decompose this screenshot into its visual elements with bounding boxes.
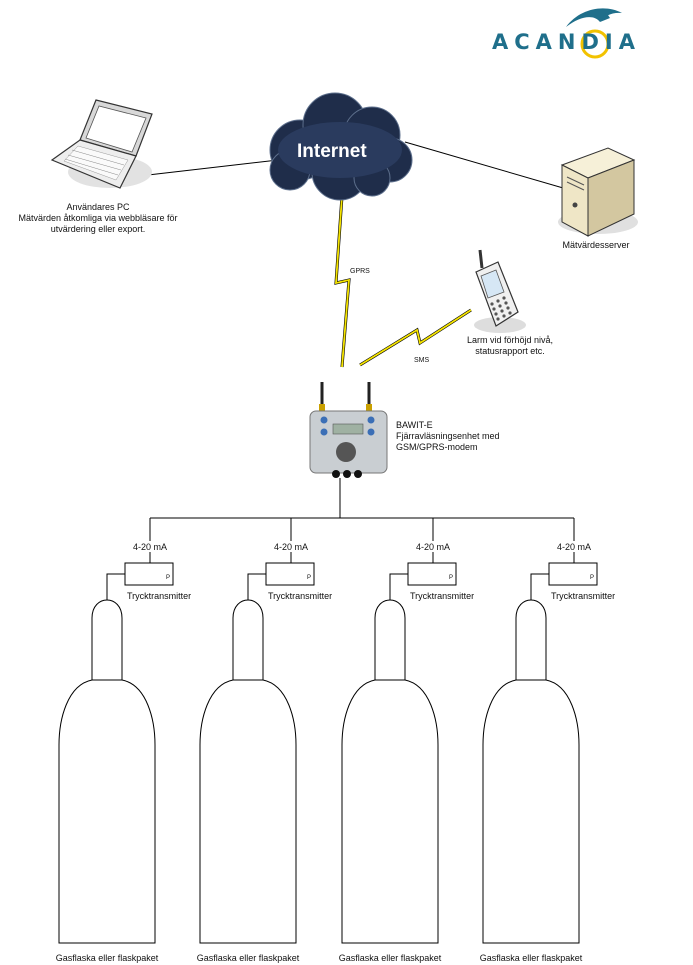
internet-server-line bbox=[404, 141, 571, 191]
transmitter-pipe bbox=[530, 573, 549, 603]
transmitter-pipe bbox=[106, 573, 125, 603]
signal-label: 4-20 mA bbox=[415, 542, 450, 552]
signal-label: 4-20 mA bbox=[273, 542, 308, 552]
pc-label-line3: utvärdering eller export. bbox=[50, 224, 146, 234]
phone-label-line1: Larm vid förhöjd nivå, bbox=[466, 335, 554, 345]
branch-4 bbox=[482, 518, 598, 944]
branch-3 bbox=[341, 518, 457, 944]
transmitter-p-label: P bbox=[166, 575, 171, 581]
gas-bottle-icon bbox=[341, 599, 439, 944]
gas-bottle-icon bbox=[199, 599, 297, 944]
server-label: Mätvärdesserver bbox=[562, 240, 630, 250]
laptop-icon bbox=[50, 99, 153, 189]
bawit-device-icon bbox=[309, 382, 388, 478]
branch-1 bbox=[58, 518, 174, 944]
transmitter-label: Trycktransmitter bbox=[268, 591, 333, 601]
device-label-line1: BAWIT-E bbox=[396, 420, 433, 430]
pc-label-line1: Användares PC bbox=[66, 202, 130, 212]
pc-label-line2: Mätvärden åtkomliga via webbläsare för bbox=[18, 213, 178, 223]
gprs-label: GPRS bbox=[350, 268, 370, 275]
transmitter-p-label: P bbox=[590, 575, 595, 581]
bottle-label: Gasflaska eller flaskpaket bbox=[196, 953, 300, 963]
bottle-label: Gasflaska eller flaskpaket bbox=[55, 953, 159, 963]
gprs-lightning-icon bbox=[335, 195, 350, 368]
server-icon bbox=[558, 147, 638, 237]
mobile-phone-icon bbox=[474, 249, 526, 333]
pc-internet-line bbox=[147, 159, 279, 176]
transmitter-label: Trycktransmitter bbox=[410, 591, 475, 601]
internet-cloud-icon bbox=[269, 92, 413, 201]
transmitter-label: Trycktransmitter bbox=[127, 591, 192, 601]
branch-2 bbox=[199, 518, 315, 944]
transmitter-pipe bbox=[247, 573, 266, 603]
sms-label: SMS bbox=[414, 357, 430, 364]
transmitter-pipe bbox=[389, 573, 408, 603]
internet-label: Internet bbox=[297, 141, 367, 162]
gas-bottle-icon bbox=[58, 599, 156, 944]
device-label: BAWIT-E Fjärravläsningsenhet med GSM/GPR… bbox=[396, 420, 500, 453]
gas-bottle-icon bbox=[482, 599, 580, 944]
sms-lightning-icon bbox=[359, 309, 472, 366]
pc-label: Användares PC Mätvärden åtkomliga via we… bbox=[0, 202, 196, 235]
transmitter-p-label: P bbox=[449, 575, 454, 581]
signal-label: 4-20 mA bbox=[556, 542, 591, 552]
transmitter-label: Trycktransmitter bbox=[551, 591, 616, 601]
bottle-label: Gasflaska eller flaskpaket bbox=[338, 953, 442, 963]
transmitter-p-label: P bbox=[307, 575, 312, 581]
signal-label: 4-20 mA bbox=[132, 542, 167, 552]
bottle-label: Gasflaska eller flaskpaket bbox=[479, 953, 583, 963]
phone-label: Larm vid förhöjd nivå, statusrapport etc… bbox=[450, 335, 570, 357]
phone-label-line2: statusrapport etc. bbox=[475, 346, 545, 356]
logo-ring-icon bbox=[580, 29, 610, 59]
device-label-line2: Fjärravläsningsenhet med bbox=[396, 431, 500, 441]
device-label-line3: GSM/GPRS-modem bbox=[396, 442, 478, 452]
acandia-logo-text: ACANDIA bbox=[492, 30, 641, 54]
dolphin-logo-icon bbox=[566, 8, 622, 27]
